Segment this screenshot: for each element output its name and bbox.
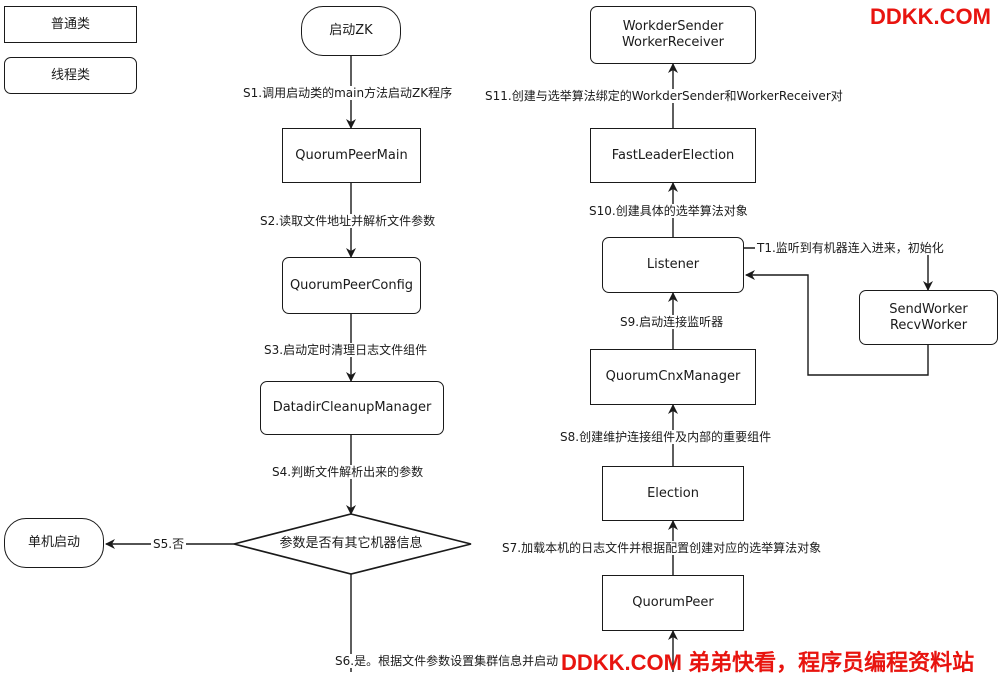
edge-label-s6: S6.是。根据文件参数设置集群信息并启动 [333, 654, 561, 668]
election-node: Election [602, 466, 744, 521]
decision-diamond [233, 513, 472, 575]
decision-label: 参数是否有其它机器信息 [279, 536, 423, 551]
sender-receiver-line1: WorkderSender [622, 19, 724, 34]
listener-node: Listener [602, 237, 744, 293]
quorum-peer-config-node: QuorumPeerConfig [282, 257, 421, 314]
edge-label-s10: S10.创建具体的选举算法对象 [587, 204, 750, 218]
start-node: 启动ZK [301, 6, 401, 56]
sender-receiver-line2: WorkerReceiver [621, 35, 725, 50]
legend-plain-class: 普通类 [4, 6, 137, 43]
edge-label-s7: S7.加载本机的日志文件并根据配置创建对应的选举算法对象 [500, 541, 824, 555]
edge-label-s3: S3.启动定时清理日志文件组件 [262, 343, 430, 357]
edge-label-s5: S5.否 [151, 537, 187, 551]
standalone-label: 单机启动 [27, 535, 80, 550]
quorum-peer-config-label: QuorumPeerConfig [289, 277, 414, 293]
edge-label-t1: T1.监听到有机器连入进来，初始化 [755, 241, 946, 255]
edge-label-s8: S8.创建维护连接组件及内部的重要组件 [558, 430, 774, 444]
start-label: 启动ZK [329, 23, 373, 38]
edge-label-s9: S9.启动连接监听器 [618, 315, 726, 329]
fast-leader-election-node: FastLeaderElection [590, 128, 756, 183]
quorum-peer-main-node: QuorumPeerMain [282, 128, 421, 183]
fast-leader-election-label: FastLeaderElection [611, 147, 735, 163]
standalone-node: 单机启动 [4, 518, 104, 568]
quorum-peer-main-label: QuorumPeerMain [295, 147, 408, 163]
datadir-cleanup-manager-node: DatadirCleanupManager [260, 381, 444, 435]
edge-sendworker-to-listener [745, 270, 929, 376]
datadir-cleanup-manager-label: DatadirCleanupManager [272, 400, 432, 415]
quorum-cnx-manager-label: QuorumCnxManager [605, 369, 741, 384]
edge-label-s1: S1.调用启动类的main方法启动ZK程序 [241, 86, 455, 100]
legend-thread-class-label: 线程类 [50, 67, 90, 83]
send-recv-worker-node: SendWorker RecvWorker [859, 290, 998, 345]
quorum-cnx-manager-node: QuorumCnxManager [590, 349, 756, 405]
quorum-peer-node: QuorumPeer [602, 575, 744, 631]
listener-label: Listener [646, 257, 700, 272]
send-worker-line2: RecvWorker [889, 317, 968, 333]
edge-label-s11: S11.创建与选举算法绑定的WorkderSender和WorkerReceiv… [483, 89, 845, 103]
watermark-top: DDKK.COM [870, 4, 991, 29]
send-worker-line1: SendWorker [889, 301, 968, 317]
edge-label-s4: S4.判断文件解析出来的参数 [270, 465, 426, 479]
quorum-peer-label: QuorumPeer [632, 595, 714, 610]
edge-label-s2: S2.读取文件地址并解析文件参数 [258, 214, 438, 228]
legend-thread-class: 线程类 [4, 57, 137, 94]
sender-receiver-node: WorkderSender WorkerReceiver [590, 6, 756, 64]
watermark-bottom: DDKK.COM 弟弟快看，程序员编程资料站 [561, 650, 975, 675]
legend-plain-class-label: 普通类 [50, 16, 90, 32]
election-label: Election [647, 485, 699, 501]
